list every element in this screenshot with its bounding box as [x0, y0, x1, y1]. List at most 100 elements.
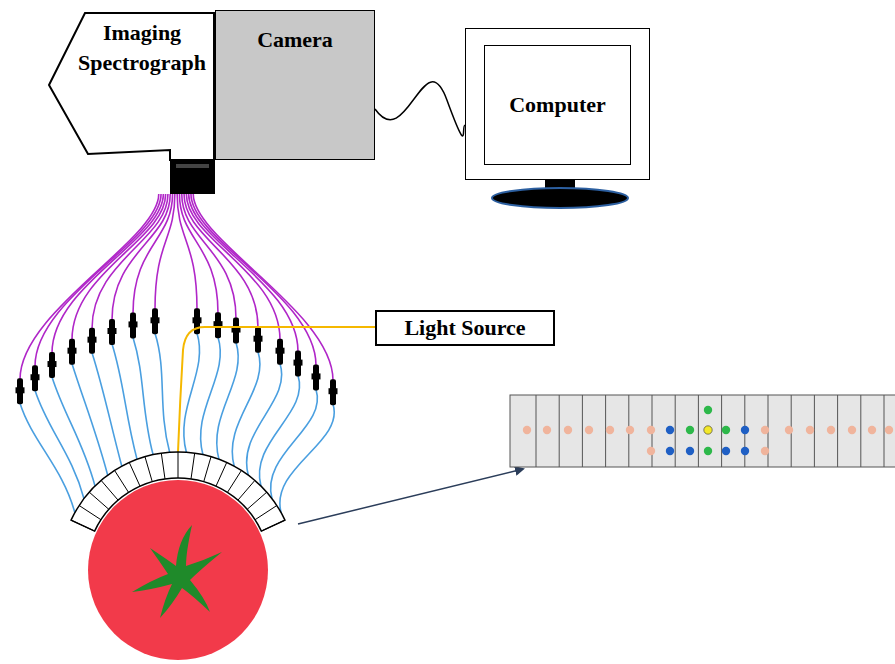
- tomato: [88, 480, 268, 660]
- fiber-connector-ring: [48, 361, 57, 367]
- probe-divider: [129, 463, 140, 487]
- fiber-dot: [704, 447, 712, 455]
- fiber-to-spectrograph: [186, 194, 280, 340]
- zoom-arrow: [298, 469, 523, 524]
- fiber-dot: [686, 447, 694, 455]
- fiber-dot: [868, 426, 876, 434]
- fiber-connector-ring: [276, 348, 285, 354]
- probe-outline: [71, 452, 285, 531]
- data-cable: [375, 82, 465, 136]
- label-box: Light Source: [375, 310, 555, 346]
- fiber-connector-ring: [129, 321, 138, 327]
- fiber-to-probe: [112, 344, 137, 459]
- fiber-connector-ring: [151, 317, 160, 323]
- fiber-connector-ring: [16, 387, 25, 393]
- probe-divider: [238, 480, 255, 500]
- fiber-to-probe: [247, 364, 282, 476]
- fiber-dot: [666, 447, 674, 455]
- probe-cell-divider: [837, 395, 838, 467]
- fiber-layout: [523, 395, 893, 467]
- probe-cell-divider: [582, 395, 583, 467]
- fiber-to-probe: [92, 353, 122, 467]
- fiber-to-probe: [271, 389, 318, 498]
- node-label: Camera: [216, 25, 374, 55]
- fiber-dot: [606, 426, 614, 434]
- computer-monitor: Computer: [465, 28, 650, 180]
- camera-body: Camera: [215, 10, 375, 160]
- fiber-to-probe: [72, 364, 108, 476]
- fiber-to-probe: [35, 390, 84, 498]
- illumination-fiber: [178, 327, 375, 452]
- probe-divider: [247, 492, 267, 509]
- probe-cell-divider: [698, 395, 699, 467]
- fiber-to-spectrograph: [72, 194, 166, 340]
- fiber-to-probe: [280, 404, 334, 512]
- fiber-connector-ring: [108, 328, 117, 334]
- node-label: Computer: [509, 90, 606, 120]
- fiber-to-probe: [259, 376, 299, 487]
- center-ring: [704, 426, 712, 434]
- node-label: Imaging Spectrograph: [76, 18, 208, 77]
- probe-divider: [204, 457, 211, 482]
- fiber-to-spectrograph: [191, 194, 316, 365]
- probe-divider: [71, 520, 95, 531]
- fiber-to-spectrograph: [155, 194, 175, 309]
- fiber-to-probe: [155, 333, 170, 452]
- fiber-to-spectrograph: [182, 194, 236, 319]
- fiber-dot: [785, 426, 793, 434]
- fiber-dot: [564, 426, 572, 434]
- probe-divider: [261, 520, 285, 531]
- probe-divider: [145, 457, 152, 482]
- fiber-dot: [806, 426, 814, 434]
- probe-cell-divider: [536, 395, 537, 467]
- fiber-dot: [704, 426, 712, 434]
- fiber-to-probe: [217, 343, 238, 460]
- probe-divider: [227, 470, 241, 492]
- fiber-dot: [827, 426, 835, 434]
- fiber-dot: [722, 447, 730, 455]
- fiber-to-spectrograph: [193, 194, 333, 380]
- fiber-dot: [647, 426, 655, 434]
- probe-divider: [191, 453, 195, 479]
- fiber-dot: [523, 426, 531, 434]
- fiber-dot: [686, 426, 694, 434]
- fiber-to-probe: [133, 337, 153, 454]
- probe-divider: [216, 463, 227, 487]
- fiber-dot: [761, 447, 769, 455]
- fiber-dot: [722, 426, 730, 434]
- fiber-connector-ring: [294, 360, 303, 366]
- fiber-dot: [761, 426, 769, 434]
- probe-divider: [255, 506, 277, 520]
- fiber-connector-ring: [88, 337, 97, 343]
- probe-divider: [178, 452, 179, 478]
- fiber-to-spectrograph: [20, 194, 159, 379]
- fiber-to-probe: [52, 377, 95, 486]
- fiber-dot: [666, 426, 674, 434]
- probe-divider: [161, 453, 165, 479]
- fiber-dot: [741, 447, 749, 455]
- fiber-dot: [848, 426, 856, 434]
- monitor-base: [492, 188, 628, 208]
- probe-divider: [79, 506, 101, 520]
- fiber-to-probe: [184, 333, 200, 452]
- fiber-connector-ring: [312, 373, 321, 379]
- probe-cell-divider: [559, 395, 560, 467]
- fiber-connector-ring: [31, 374, 40, 380]
- spectrograph-body: Imaging Spectrograph: [48, 12, 215, 162]
- probe-cell-divider: [884, 395, 885, 467]
- fiber-connector-ring: [329, 388, 338, 394]
- fiber-dot: [626, 426, 634, 434]
- fiber-to-probe: [232, 352, 260, 467]
- fiber-dot: [741, 426, 749, 434]
- probe-divider: [89, 492, 109, 509]
- probe-divider: [101, 480, 118, 500]
- fiber-connector-ring: [254, 336, 263, 342]
- probe-head: [71, 452, 285, 531]
- fiber-coupler: [170, 160, 215, 194]
- probe-inset: [510, 395, 895, 467]
- probe-cell-divider: [860, 395, 861, 467]
- monitor-screen: Computer: [484, 45, 631, 165]
- fiber-dot: [885, 426, 893, 434]
